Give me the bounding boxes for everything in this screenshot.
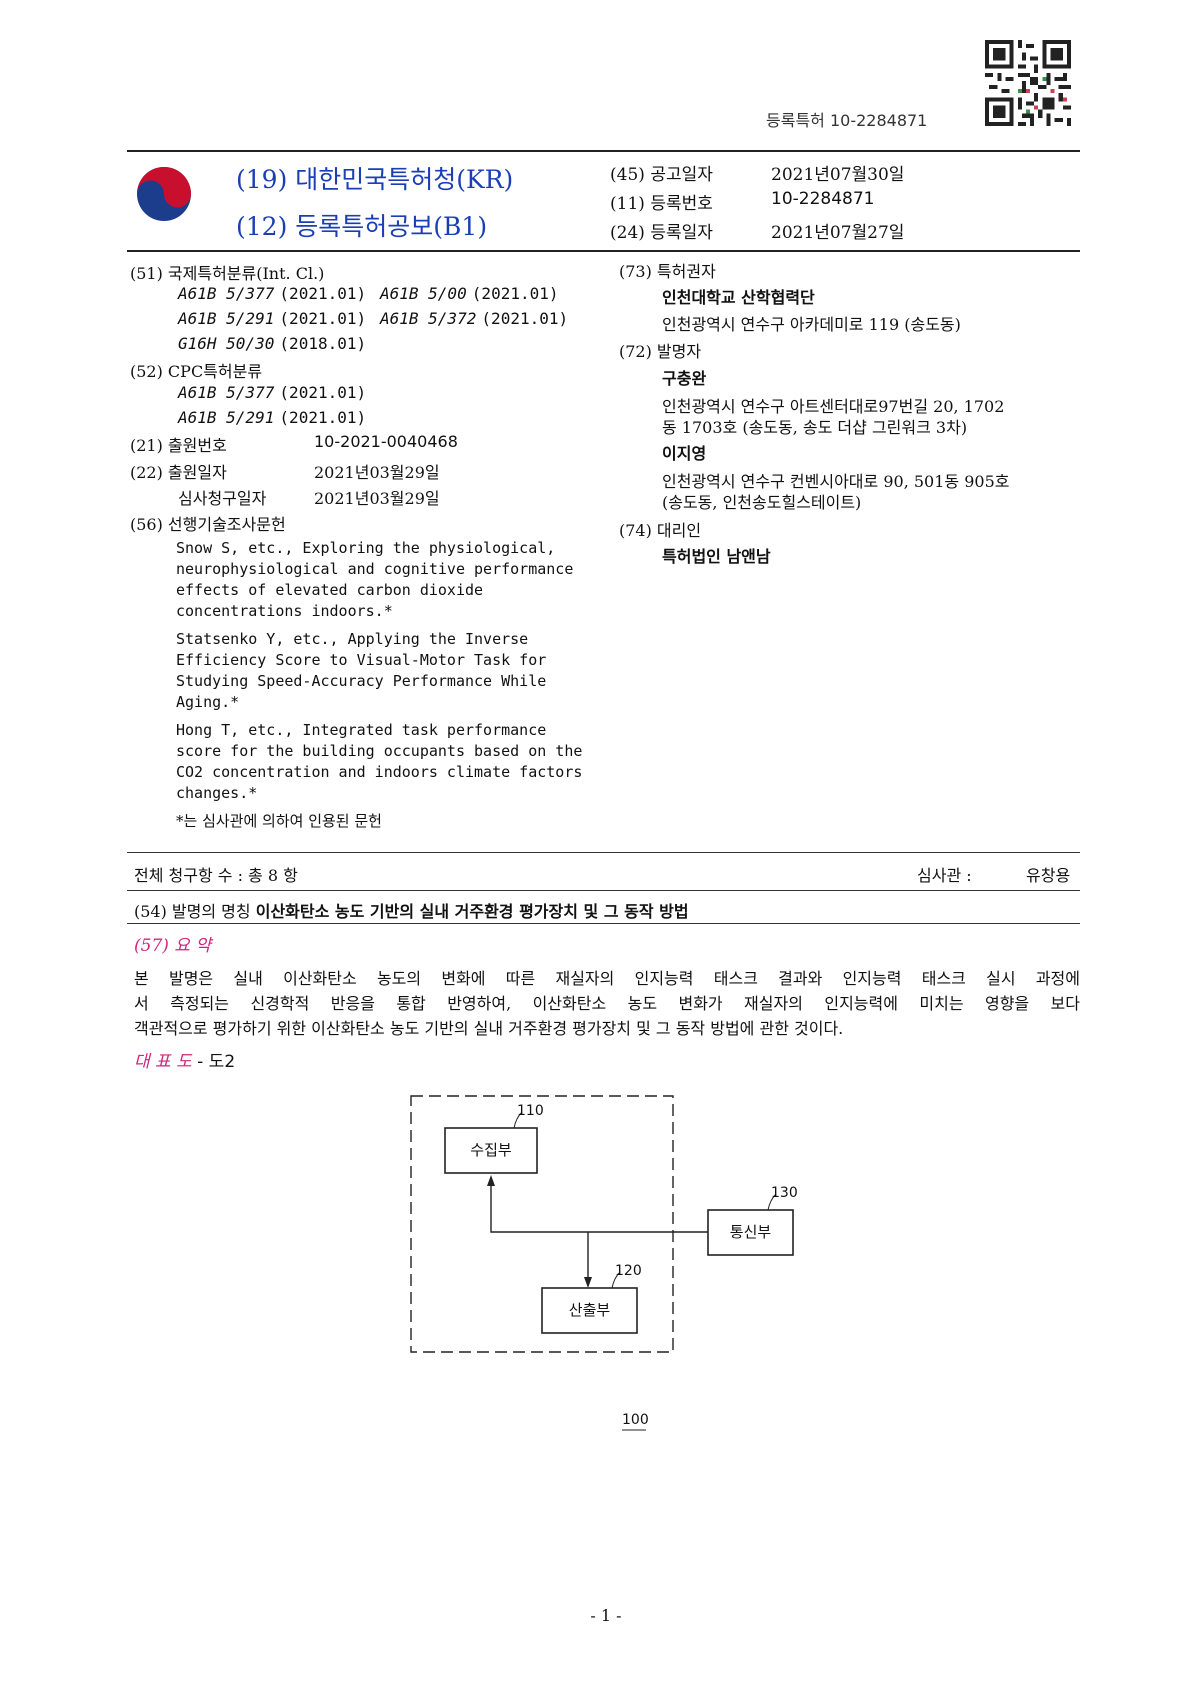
examiner-label: 심사관 : bbox=[917, 866, 972, 885]
ipc-row-3: G16H 50/30 (2018.01) bbox=[178, 334, 367, 353]
cpc-row-2: A61B 5/291 (2021.01) bbox=[178, 408, 367, 427]
abstract-line-2: 서 측정되는 신경학적 반응을 통합 반영하여, 이산화탄소 농도 변화가 재실… bbox=[134, 994, 1080, 1013]
ipc-row-1: A61B 5/377 (2021.01) bbox=[178, 284, 367, 303]
ref-120: 120 bbox=[615, 1263, 642, 1279]
inventor-1-name: 구충완 bbox=[662, 369, 707, 388]
office-code-19: (19) bbox=[236, 165, 288, 194]
pub-row-45: (45) 공고일자 bbox=[610, 165, 713, 185]
box-communicator-label: 통신부 bbox=[729, 1223, 772, 1241]
representative-drawing: 대 표 도 - 도2 bbox=[134, 1047, 235, 1072]
prior-art-3: Hong T, etc., Integrated task performanc… bbox=[176, 721, 583, 802]
pub-row-11: (11) 등록번호 bbox=[610, 194, 713, 214]
box-communicator bbox=[707, 1209, 794, 1256]
office-line-12: (12) 등록특허공보(B1) bbox=[236, 207, 487, 243]
ipc-row-2: A61B 5/291 (2021.01) bbox=[178, 309, 367, 328]
application-date-label: (22) 출원일자 bbox=[130, 463, 227, 482]
agent-heading: (74) 대리인 bbox=[619, 521, 702, 540]
owner-name: 인천대학교 산학협력단 bbox=[662, 288, 815, 307]
agent-name: 특허법인 남앤남 bbox=[662, 547, 771, 566]
invention-title-row: (54) 발명의 명칭 이산화탄소 농도 기반의 실내 거주환경 평가장치 및 … bbox=[134, 898, 689, 922]
box-calculator-label: 산출부 bbox=[568, 1301, 611, 1319]
page-number: - 1 - bbox=[590, 1606, 622, 1625]
cpc-row-1: A61B 5/377 (2021.01) bbox=[178, 383, 367, 402]
leader-120 bbox=[611, 1271, 621, 1289]
prior-art-heading: (56) 선행기술조사문헌 bbox=[130, 515, 286, 534]
application-number: 10-2021-0040468 bbox=[314, 432, 458, 451]
claim-count: 전체 청구항 수 : 총 8 항 bbox=[134, 866, 298, 885]
pub-value-11: 10-2284871 bbox=[771, 189, 875, 209]
invention-title: 이산화탄소 농도 기반의 실내 거주환경 평가장치 및 그 동작 방법 bbox=[255, 902, 689, 921]
ipc-heading: (51) 국제특허분류(Int. Cl.) bbox=[130, 264, 325, 283]
abstract-line-1: 본 발명은 실내 이산화탄소 농도의 변화에 따른 재실자의 인지능력 태스크 … bbox=[134, 969, 1080, 988]
prior-art-1: Snow S, etc., Exploring the physiologica… bbox=[176, 539, 574, 620]
application-number-label: (21) 출원번호 bbox=[130, 436, 227, 455]
ipc-row-2b: A61B 5/372 (2021.01) bbox=[380, 309, 569, 328]
exam-request-label: 심사청구일자 bbox=[178, 489, 267, 508]
pub-row-24: (24) 등록일자 bbox=[610, 223, 713, 243]
examiner-name: 유창용 bbox=[1026, 866, 1071, 885]
leader-130 bbox=[767, 1193, 777, 1211]
application-date: 2021년03월29일 bbox=[314, 463, 440, 482]
publication-type: 등록특허공보(B1) bbox=[295, 212, 488, 241]
abstract-line-3: 객관적으로 평가하기 위한 이산화탄소 농도 기반의 실내 거주환경 평가장치 … bbox=[134, 1019, 844, 1038]
box-calculator bbox=[541, 1287, 638, 1334]
ref-130: 130 bbox=[771, 1185, 798, 1201]
kipo-logo bbox=[137, 167, 191, 221]
inventor-2-name: 이지영 bbox=[662, 444, 707, 463]
connector-main bbox=[490, 1183, 708, 1233]
owner-address: 인천광역시 연수구 아카데미로 119 (송도동) bbox=[662, 315, 961, 334]
qr-code bbox=[985, 40, 1071, 126]
representative-drawing-label: 대 표 도 bbox=[134, 1052, 192, 1072]
ipc-row-1b: A61B 5/00 (2021.01) bbox=[380, 284, 559, 303]
doc-number-label: 등록특허 10-2284871 bbox=[766, 111, 928, 130]
device-boundary bbox=[410, 1095, 674, 1353]
ref-100: 100 bbox=[622, 1412, 649, 1428]
representative-drawing-value: - 도2 bbox=[197, 1052, 236, 1072]
cpc-heading: (52) CPC특허분류 bbox=[130, 362, 263, 381]
ref-110: 110 bbox=[517, 1103, 544, 1119]
inventor-1-address-2: 동 1703호 (송도동, 송도 더샵 그린워크 3차) bbox=[662, 418, 968, 437]
prior-art-note: *는 심사관에 의하여 인용된 문헌 bbox=[176, 812, 382, 830]
exam-request-date: 2021년03월29일 bbox=[314, 489, 440, 508]
pub-value-24: 2021년07월27일 bbox=[771, 223, 905, 243]
inventor-heading: (72) 발명자 bbox=[619, 342, 702, 361]
invention-title-label: (54) 발명의 명칭 bbox=[134, 902, 251, 921]
office-line-19: (19) 대한민국특허청(KR) bbox=[236, 160, 513, 196]
leader-110 bbox=[513, 1111, 523, 1129]
pub-value-45: 2021년07월30일 bbox=[771, 165, 905, 185]
office-name: 대한민국특허청(KR) bbox=[295, 165, 514, 194]
abstract-heading: (57) 요 약 bbox=[134, 936, 211, 956]
box-collector bbox=[444, 1127, 538, 1174]
box-collector-label: 수집부 bbox=[470, 1141, 512, 1159]
inventor-2-address-1: 인천광역시 연수구 컨벤시아대로 90, 501동 905호 bbox=[662, 472, 1010, 491]
owner-heading: (73) 특허권자 bbox=[619, 262, 716, 281]
arrow-to-calculator bbox=[584, 1277, 592, 1288]
inventor-2-address-2: (송도동, 인천송도힐스테이트) bbox=[662, 493, 862, 512]
inventor-1-address-1: 인천광역시 연수구 아트센터대로97번길 20, 1702 bbox=[662, 397, 1005, 416]
arrow-to-collector bbox=[487, 1175, 495, 1186]
office-code-12: (12) bbox=[236, 212, 288, 241]
